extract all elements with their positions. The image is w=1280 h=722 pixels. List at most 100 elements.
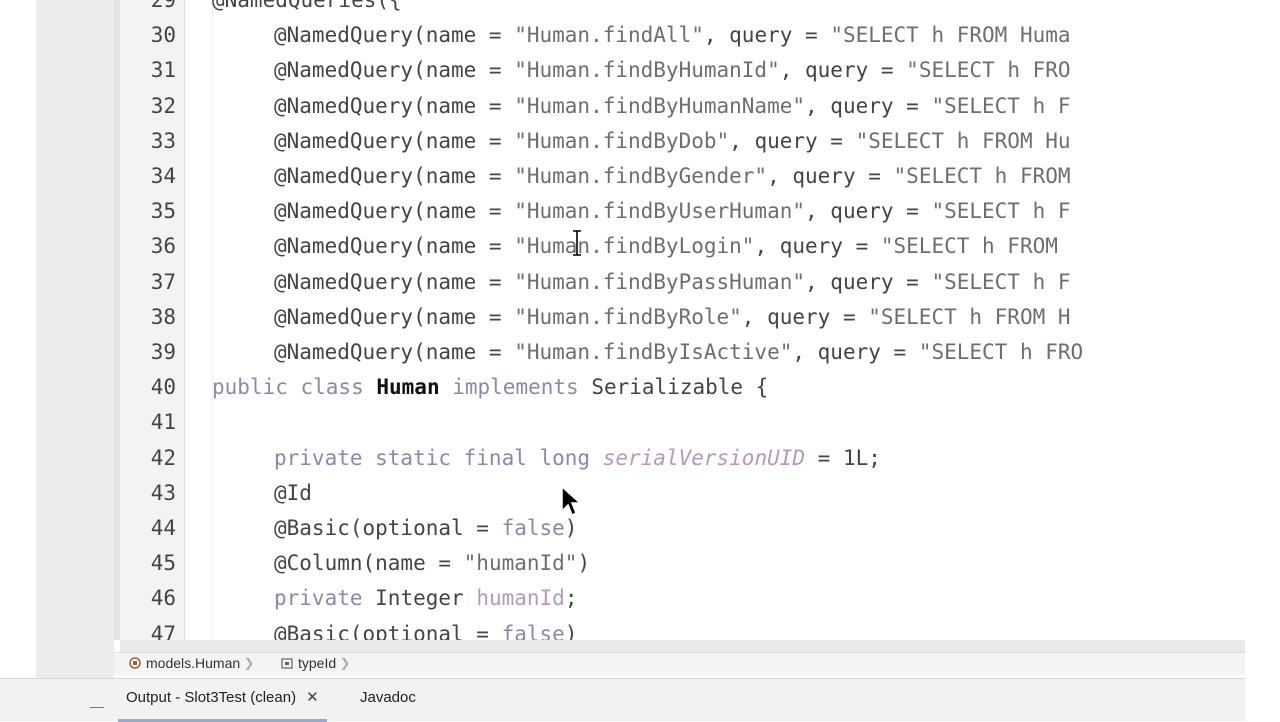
code-line[interactable]: 44 @Basic(optional = false) (120, 511, 1245, 546)
code-token: "SELECT h FRO (906, 58, 1071, 83)
code-token: "SELECT h FROM H (868, 304, 1071, 329)
code-line[interactable]: 40 public class Human implements Serializ… (120, 370, 1245, 405)
code-token: @NamedQuery(name = (274, 234, 515, 259)
line-number: 40 (150, 375, 176, 400)
tab-output[interactable]: Output - Slot3Test (clean)✕ (118, 679, 327, 722)
code-token: @NamedQuery(name = (274, 164, 515, 188)
line-number: 36 (150, 234, 176, 259)
line-number: 35 (150, 199, 176, 224)
code-token: , query = (805, 93, 932, 118)
horizontal-scrollbar[interactable] (120, 640, 1245, 652)
code-token: "SELECT h F (931, 199, 1071, 224)
code-token: "Human.findByGender" (514, 164, 768, 188)
code-token: @NamedQuery(name = (274, 128, 515, 153)
code-token: = 1L; (805, 445, 881, 470)
chevron-right-icon: ❯ (340, 656, 351, 670)
code-token: @NamedQueries({ (212, 0, 402, 12)
close-icon[interactable]: ✕ (306, 689, 319, 706)
line-number: 30 (150, 23, 176, 48)
code-line[interactable]: 38@NamedQuery(name = "Human.findByRole",… (120, 300, 1245, 335)
code-token: false (501, 516, 565, 540)
code-line[interactable]: 29@NamedQueries({ (120, 0, 1245, 18)
code-token: , query = (729, 128, 856, 153)
code-text: private Integer humanId; (274, 581, 577, 616)
code-token: "Human.findAll" (514, 23, 704, 48)
tab-javadoc[interactable]: Javadoc (352, 679, 424, 719)
line-number: 39 (150, 340, 176, 364)
line-number: 34 (150, 164, 176, 188)
code-token: "Human.findByHumanId" (514, 58, 780, 83)
code-text: @NamedQuery(name = "Human.findByLogin", … (274, 229, 1058, 264)
breadcrumb-label: typeId (298, 655, 337, 671)
text-cursor-icon (573, 230, 581, 256)
code-token: @NamedQuery(name = (274, 340, 515, 364)
code-token: , query = (792, 340, 919, 364)
line-number: 44 (150, 516, 176, 540)
breadcrumb-item-field[interactable]: typeId ❯ (280, 655, 350, 671)
code-token: implements (439, 375, 592, 400)
code-token: "SELECT h FRO (918, 340, 1084, 364)
code-text: public class Human implements Serializab… (212, 370, 768, 405)
side-panel (36, 0, 114, 678)
code-token: "Human.findByDob" (514, 128, 730, 153)
code-token: ) (564, 621, 578, 640)
breadcrumb: models.Human ❯ typeId ❯ (114, 652, 1245, 675)
code-token: ) (577, 551, 591, 576)
code-line[interactable]: 45@Column(name = "humanId") (120, 546, 1245, 581)
code-token: , query = (703, 23, 831, 48)
code-line[interactable]: 32@NamedQuery(name = "Human.findByHumanN… (120, 89, 1245, 124)
code-token: @NamedQuery(name = (274, 199, 515, 224)
code-text: private static final long serialVersionU… (274, 441, 881, 476)
code-token: Integer (375, 586, 477, 611)
code-token: "Human.findByLogin" (514, 234, 755, 259)
code-text: @NamedQuery(name = "Human.findByHumanId"… (274, 53, 1071, 88)
code-token: , query = (767, 164, 894, 188)
code-text: @NamedQueries({ (212, 0, 402, 18)
code-line[interactable]: 43 @Id (120, 476, 1245, 511)
breadcrumb-item-class[interactable]: models.Human ❯ (128, 655, 254, 671)
code-token: @NamedQuery(name = (274, 93, 515, 118)
code-token: , query = (754, 234, 881, 259)
code-text: @NamedQuery(name = "Human.findByUserHuma… (274, 194, 1071, 229)
code-line[interactable]: 36 @NamedQuery(name = "Human.findByLogin"… (120, 229, 1245, 264)
code-text: @Column(name = "humanId") (274, 546, 590, 581)
code-token: "SELECT h F (931, 93, 1071, 118)
breadcrumb-label: models.Human (146, 655, 241, 671)
code-token: @NamedQuery(name = (274, 23, 515, 48)
code-token: , query = (805, 269, 932, 294)
code-token: , query = (741, 304, 869, 329)
line-number: 43 (150, 480, 176, 505)
code-line[interactable]: 34 @NamedQuery(name = "Human.findByGender… (120, 159, 1245, 194)
code-text: @NamedQuery(name = "Human.findByPassHuma… (274, 265, 1071, 300)
code-line[interactable]: 35 @NamedQuery(name = "Human.findByUserHu… (120, 194, 1245, 229)
code-token: "SELECT h F (931, 269, 1071, 294)
code-text: @NamedQuery(name = "Human.findByIsActive… (274, 335, 1083, 370)
code-editor[interactable]: 29@NamedQueries({ 30 @NamedQuery(name = "H… (120, 0, 1245, 640)
code-text: @Basic(optional = false) (274, 617, 577, 640)
tab-javadoc-label: Javadoc (360, 689, 416, 706)
code-token: @NamedQuery(name = (274, 58, 515, 83)
code-token: public class (212, 375, 377, 400)
code-line[interactable]: 31 @NamedQuery(name = "Human.findByHumanI… (120, 53, 1245, 88)
code-line[interactable]: 41 (120, 405, 1245, 440)
minimize-icon[interactable] (90, 707, 104, 708)
code-line[interactable]: 37@NamedQuery(name = "Human.findByPassHu… (120, 265, 1245, 300)
code-token: private (274, 586, 376, 611)
code-token: "SELECT h FROM (880, 234, 1058, 259)
code-token: , query = (805, 199, 932, 224)
bottom-panel-tabbar: Output - Slot3Test (clean)✕ Javadoc (0, 678, 1245, 722)
code-line[interactable]: 39 @NamedQuery(name = "Human.findByIsActi… (120, 335, 1245, 370)
side-panel-divider[interactable] (114, 0, 120, 640)
code-text: @Id (274, 476, 312, 511)
code-line[interactable]: 30 @NamedQuery(name = "Human.findAll", qu… (120, 18, 1245, 53)
line-number: 31 (150, 58, 176, 83)
code-text: @Basic(optional = false) (274, 511, 577, 546)
code-line[interactable]: 33@NamedQuery(name = "Human.findByDob", … (120, 124, 1245, 159)
code-line[interactable]: 47@Basic(optional = false) (120, 617, 1245, 640)
code-token: "Human.findByRole" (514, 304, 742, 329)
code-token: Serializable { (591, 375, 769, 400)
code-token: "Human.findByHumanName" (514, 93, 806, 118)
code-token: @Id (274, 480, 312, 505)
